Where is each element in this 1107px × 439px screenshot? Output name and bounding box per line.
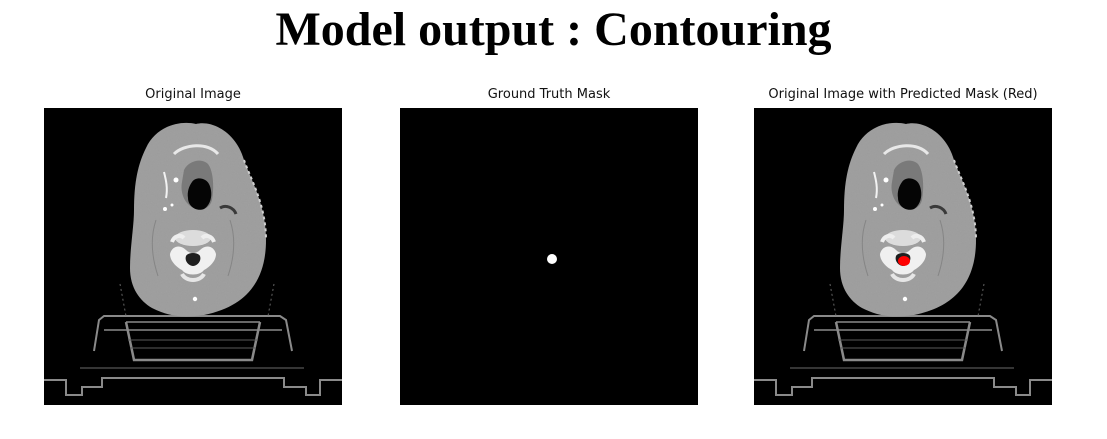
predicted-overlay-title: Original Image with Predicted Mask (Red) bbox=[768, 87, 1038, 102]
ground-truth-mask-image bbox=[400, 108, 698, 405]
ground-truth-panel: Ground Truth Mask bbox=[400, 86, 698, 405]
original-image-title: Original Image bbox=[145, 87, 241, 102]
predicted-overlay-panel: Original Image with Predicted Mask (Red) bbox=[754, 86, 1052, 405]
predicted-mask-blob bbox=[898, 256, 910, 266]
original-ct-image bbox=[44, 108, 342, 405]
ground-truth-title: Ground Truth Mask bbox=[487, 87, 611, 102]
figure-title: Model output : Contouring bbox=[275, 3, 832, 56]
overlay-ct-image bbox=[754, 108, 1052, 405]
original-image-panel: Original Image bbox=[44, 86, 342, 405]
ground-truth-mask-blob bbox=[547, 254, 557, 264]
